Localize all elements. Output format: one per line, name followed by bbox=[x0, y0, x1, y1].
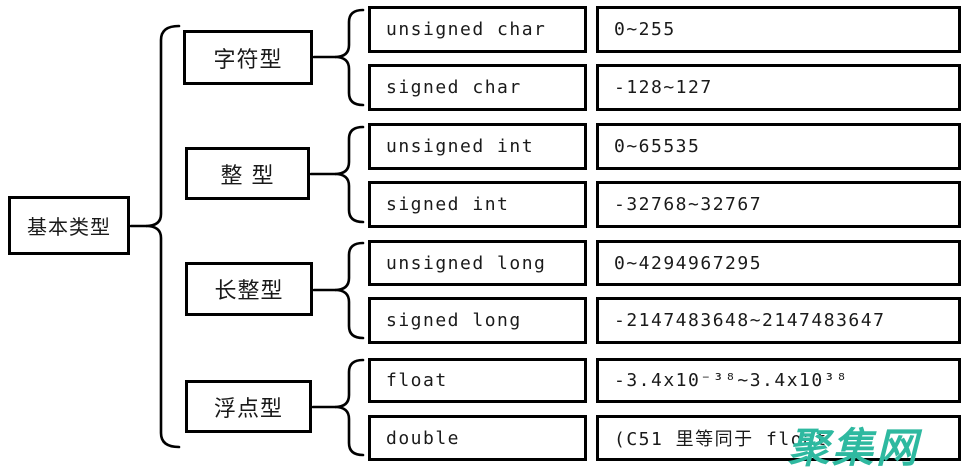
range-value: -32768~32767 bbox=[614, 194, 763, 215]
type-name: signed int bbox=[386, 194, 510, 215]
type-name: unsigned int bbox=[386, 136, 535, 157]
root-box-basic-type: 基本类型 bbox=[8, 196, 130, 255]
type-box-unsigned-long: unsigned long bbox=[368, 240, 587, 286]
type-box-unsigned-char: unsigned char bbox=[368, 6, 587, 53]
range-value: 0~65535 bbox=[614, 136, 701, 157]
range-value: -3.4x10⁻³⁸~3.4x10³⁸ bbox=[614, 370, 849, 391]
type-box-float: float bbox=[368, 358, 587, 403]
root-label: 基本类型 bbox=[27, 215, 111, 239]
category-box-long: 长整型 bbox=[185, 262, 313, 316]
range-box-signed-long: -2147483648~2147483647 bbox=[596, 297, 961, 344]
category-label: 字符型 bbox=[213, 47, 283, 73]
range-box-unsigned-char: 0~255 bbox=[596, 6, 961, 53]
type-name: signed char bbox=[386, 77, 522, 98]
range-box-float: -3.4x10⁻³⁸~3.4x10³⁸ bbox=[596, 358, 961, 403]
range-box-unsigned-int: 0~65535 bbox=[596, 123, 961, 170]
range-box-double: (C51 里等同于 float bbox=[596, 415, 961, 461]
type-box-signed-char: signed char bbox=[368, 64, 587, 111]
type-name: unsigned char bbox=[386, 19, 547, 40]
type-box-double: double bbox=[368, 415, 587, 461]
range-value: -128~127 bbox=[614, 77, 713, 98]
category-label: 整 型 bbox=[220, 163, 275, 189]
range-value: 0~4294967295 bbox=[614, 252, 763, 274]
type-name: signed long bbox=[386, 310, 522, 331]
type-name: double bbox=[386, 427, 461, 449]
category-box-char: 字符型 bbox=[183, 30, 313, 85]
range-value: 0~255 bbox=[614, 19, 676, 40]
site-watermark: 聚集网 bbox=[788, 424, 920, 467]
range-box-signed-char: -128~127 bbox=[596, 64, 961, 111]
type-name: float bbox=[386, 370, 448, 391]
type-name: unsigned long bbox=[386, 252, 547, 274]
range-box-signed-int: -32768~32767 bbox=[596, 181, 961, 228]
category-box-int: 整 型 bbox=[185, 147, 310, 200]
range-box-unsigned-long: 0~4294967295 bbox=[596, 240, 961, 286]
range-value: (C51 里等同于 float bbox=[614, 429, 828, 450]
category-box-float: 浮点型 bbox=[185, 380, 312, 433]
type-box-unsigned-int: unsigned int bbox=[368, 123, 587, 170]
range-value: -2147483648~2147483647 bbox=[614, 310, 886, 331]
type-box-signed-long: signed long bbox=[368, 297, 587, 344]
type-box-signed-int: signed int bbox=[368, 181, 587, 228]
category-label: 长整型 bbox=[214, 279, 284, 304]
category-label: 浮点型 bbox=[213, 396, 283, 422]
